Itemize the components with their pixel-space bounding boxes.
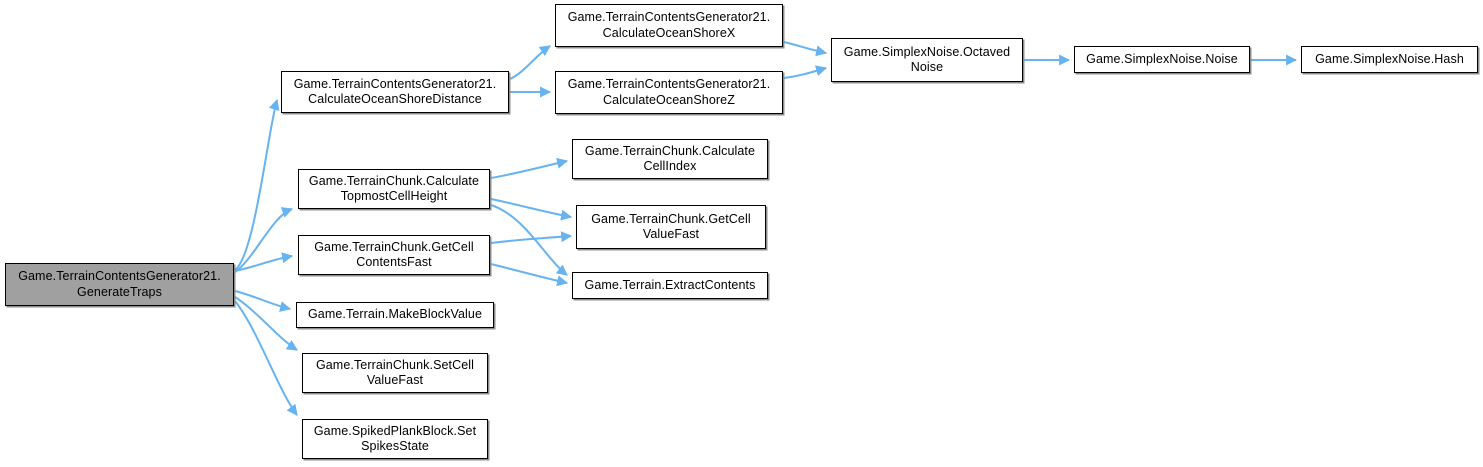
call-edge-calculate-topmost-cell-height-to-extract-contents — [490, 204, 568, 276]
call-edge-calculate-topmost-cell-height-to-calculate-cell-index — [490, 157, 569, 179]
graph-node-label: Game.SpikedPlankBlock.Set SpikesState — [313, 423, 477, 454]
graph-node-calculate-ocean-shore-x[interactable]: Game.TerrainContentsGenerator21. Calcula… — [555, 4, 783, 47]
call-edge-generate-traps-to-set-spikes-state — [234, 300, 298, 416]
call-edge-generate-traps-to-calculate-ocean-shore-distance — [234, 98, 280, 271]
graph-node-label: Game.TerrainChunk.SetCell ValueFast — [315, 357, 475, 388]
graph-node-label: Game.TerrainChunk.Calculate TopmostCellH… — [308, 173, 480, 204]
graph-node-generate-traps[interactable]: Game.TerrainContentsGenerator21. Generat… — [5, 263, 234, 306]
graph-node-label: Game.TerrainContentsGenerator21. Generat… — [18, 269, 221, 299]
graph-node-get-cell-value-fast[interactable]: Game.TerrainChunk.GetCell ValueFast — [576, 205, 766, 249]
graph-node-label: Game.TerrainChunk.Calculate CellIndex — [584, 143, 756, 174]
call-edge-calculate-ocean-shore-distance-to-calculate-ocean-shore-x — [509, 45, 551, 80]
graph-node-calculate-ocean-shore-distance[interactable]: Game.TerrainContentsGenerator21. Calcula… — [281, 71, 509, 113]
call-edge-generate-traps-to-calculate-topmost-cell-height — [234, 207, 294, 273]
graph-node-calculate-topmost-cell-height[interactable]: Game.TerrainChunk.Calculate TopmostCellH… — [298, 169, 490, 209]
graph-node-label: Game.SimplexNoise.Hash — [1315, 51, 1464, 66]
graph-node-make-block-value[interactable]: Game.Terrain.MakeBlockValue — [296, 302, 494, 328]
graph-node-calculate-cell-index[interactable]: Game.TerrainChunk.Calculate CellIndex — [572, 139, 768, 179]
graph-node-extract-contents[interactable]: Game.Terrain.ExtractContents — [572, 272, 768, 299]
graph-node-set-spikes-state[interactable]: Game.SpikedPlankBlock.Set SpikesState — [302, 419, 488, 459]
graph-node-octaved-noise[interactable]: Game.SimplexNoise.Octaved Noise — [831, 38, 1023, 82]
graph-node-simplex-noise[interactable]: Game.SimplexNoise.Noise — [1074, 46, 1250, 73]
call-edge-calculate-ocean-shore-x-to-octaved-noise — [783, 41, 828, 57]
call-edge-generate-traps-to-set-cell-value-fast — [234, 296, 298, 351]
graph-node-label: Game.SimplexNoise.Octaved Noise — [843, 44, 1011, 75]
call-edge-get-cell-contents-fast-to-get-cell-value-fast — [490, 231, 573, 244]
call-edge-calculate-ocean-shore-z-to-octaved-noise — [783, 65, 828, 79]
graph-node-label: Game.SimplexNoise.Noise — [1086, 51, 1238, 66]
graph-node-label: Game.Terrain.ExtractContents — [584, 277, 756, 292]
graph-node-label: Game.TerrainChunk.GetCell ContentsFast — [314, 239, 474, 270]
graph-node-simplex-hash[interactable]: Game.SimplexNoise.Hash — [1301, 46, 1478, 73]
graph-node-get-cell-contents-fast[interactable]: Game.TerrainChunk.GetCell ContentsFast — [298, 235, 490, 275]
graph-node-calculate-ocean-shore-z[interactable]: Game.TerrainContentsGenerator21. Calcula… — [555, 71, 783, 114]
call-edge-generate-traps-to-make-block-value — [234, 290, 292, 312]
graph-node-label: Game.TerrainChunk.GetCell ValueFast — [591, 211, 751, 242]
call-edge-calculate-topmost-cell-height-to-get-cell-value-fast — [490, 198, 573, 221]
graph-node-label: Game.TerrainContentsGenerator21. Calcula… — [293, 76, 497, 107]
call-edge-generate-traps-to-get-cell-contents-fast — [234, 252, 294, 272]
graph-node-set-cell-value-fast[interactable]: Game.TerrainChunk.SetCell ValueFast — [302, 353, 488, 393]
graph-node-label: Game.TerrainContentsGenerator21. Calcula… — [567, 77, 771, 107]
graph-node-label: Game.Terrain.MakeBlockValue — [307, 307, 483, 322]
graph-node-label: Game.TerrainContentsGenerator21. Calcula… — [567, 10, 771, 40]
call-edge-get-cell-contents-fast-to-extract-contents — [490, 263, 569, 287]
